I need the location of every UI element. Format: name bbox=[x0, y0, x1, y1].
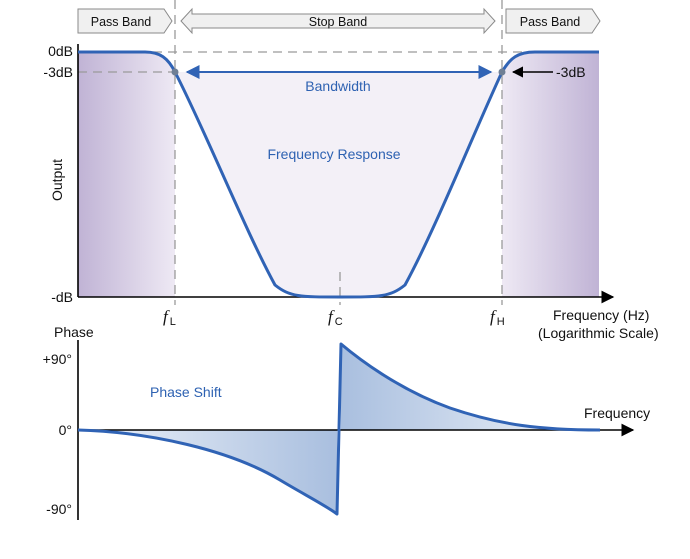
fh-minus3db-point bbox=[498, 68, 506, 76]
phase-axis-label: Phase bbox=[54, 324, 94, 340]
phase-shift-title: Phase Shift bbox=[150, 384, 222, 400]
frequency-response-title: Frequency Response bbox=[267, 146, 400, 162]
phase-shift-curve bbox=[77, 342, 601, 516]
stopband-shading bbox=[175, 72, 502, 297]
left-pass-band-arrow: Pass Band bbox=[77, 8, 173, 34]
tick-0db: 0dB bbox=[48, 43, 73, 59]
left-pass-band-label: Pass Band bbox=[91, 15, 152, 29]
left-passband-shading bbox=[78, 52, 175, 297]
phase-frequency-label: Frequency bbox=[584, 405, 650, 421]
stop-band-label: Stop Band bbox=[309, 15, 367, 29]
logarithmic-scale-label: (Logarithmic Scale) bbox=[538, 325, 659, 341]
stop-band-arrow: Stop Band bbox=[180, 7, 496, 35]
bandwidth-label: Bandwidth bbox=[305, 78, 370, 94]
output-axis-label: Output bbox=[49, 159, 65, 201]
tick-minus3db: -3dB bbox=[43, 64, 73, 80]
minus3db-callout-label: -3dB bbox=[556, 64, 586, 80]
right-pass-band-arrow: Pass Band bbox=[505, 8, 601, 34]
right-pass-band-label: Pass Band bbox=[520, 15, 581, 29]
phase-fill-positive bbox=[341, 344, 600, 430]
tick-0deg: 0° bbox=[59, 422, 72, 438]
phase-fill-negative bbox=[78, 430, 337, 514]
frequency-hz-label: Frequency (Hz) bbox=[553, 307, 649, 323]
fl-minus3db-point bbox=[171, 68, 179, 76]
tick-minus90: -90° bbox=[46, 501, 72, 517]
tick-minus-db: -dB bbox=[51, 289, 73, 305]
frequency-response-curve bbox=[78, 50, 599, 299]
magnitude-plot: Bandwidth -3dB Frequency Response 0dB -3… bbox=[43, 0, 659, 341]
right-passband-shading bbox=[502, 52, 599, 297]
phase-plot: Phase +90° 0° -90° Phase Shift Frequency bbox=[43, 324, 650, 520]
tick-plus90: +90° bbox=[43, 351, 72, 367]
band-arrows: Pass Band Stop Band Pass Band bbox=[77, 7, 601, 35]
